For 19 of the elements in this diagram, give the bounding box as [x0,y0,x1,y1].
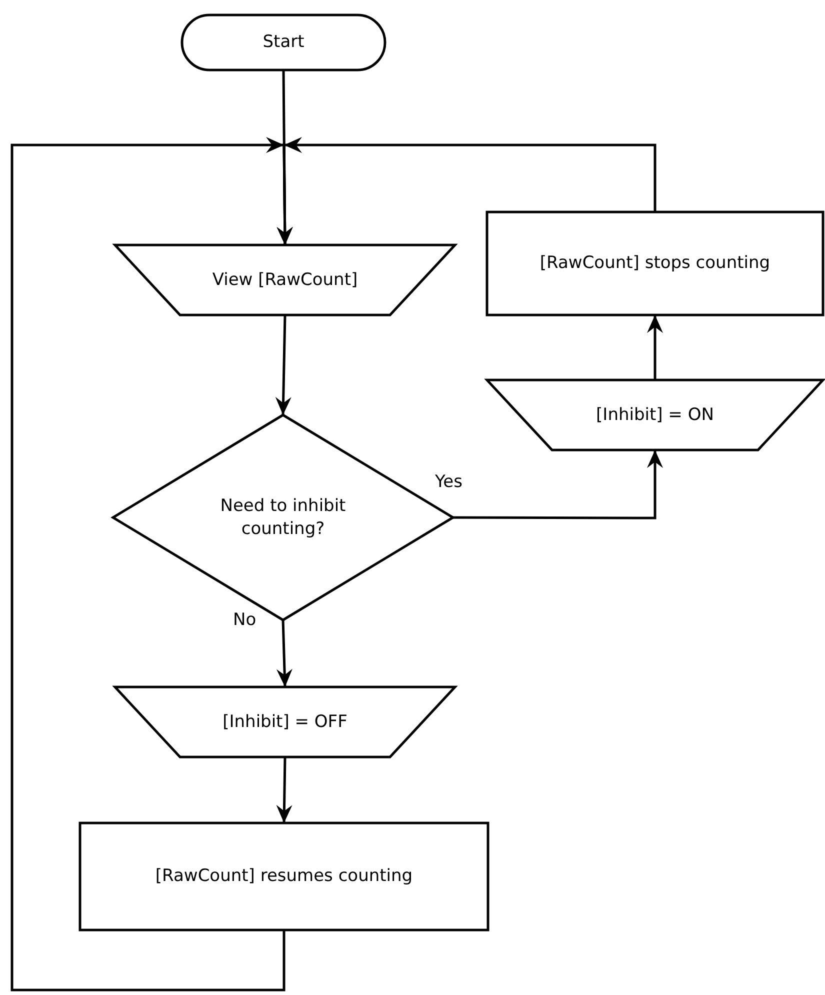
process-box [487,212,823,315]
process-box [80,823,488,930]
node-label: View [RawCount] [212,268,358,292]
node-label: [RawCount] stops counting [540,252,770,275]
arrow [275,314,292,416]
input-trapezoid [115,245,455,315]
manual-operation-trapezoid [115,687,455,757]
arrow [276,756,292,824]
node-label: Need to inhibit counting? [219,494,347,540]
node-label: [Inhibit] = ON [596,404,714,426]
node-label: [Inhibit] = OFF [222,710,348,734]
arrow [647,315,663,380]
node-label: [RawCount] resumes counting [155,865,413,888]
terminal-shape [182,15,385,70]
node-label: Start [262,31,304,54]
arrow [276,620,292,688]
arrow [453,450,663,520]
manual-operation-trapezoid [487,380,823,450]
arrow [10,137,293,992]
